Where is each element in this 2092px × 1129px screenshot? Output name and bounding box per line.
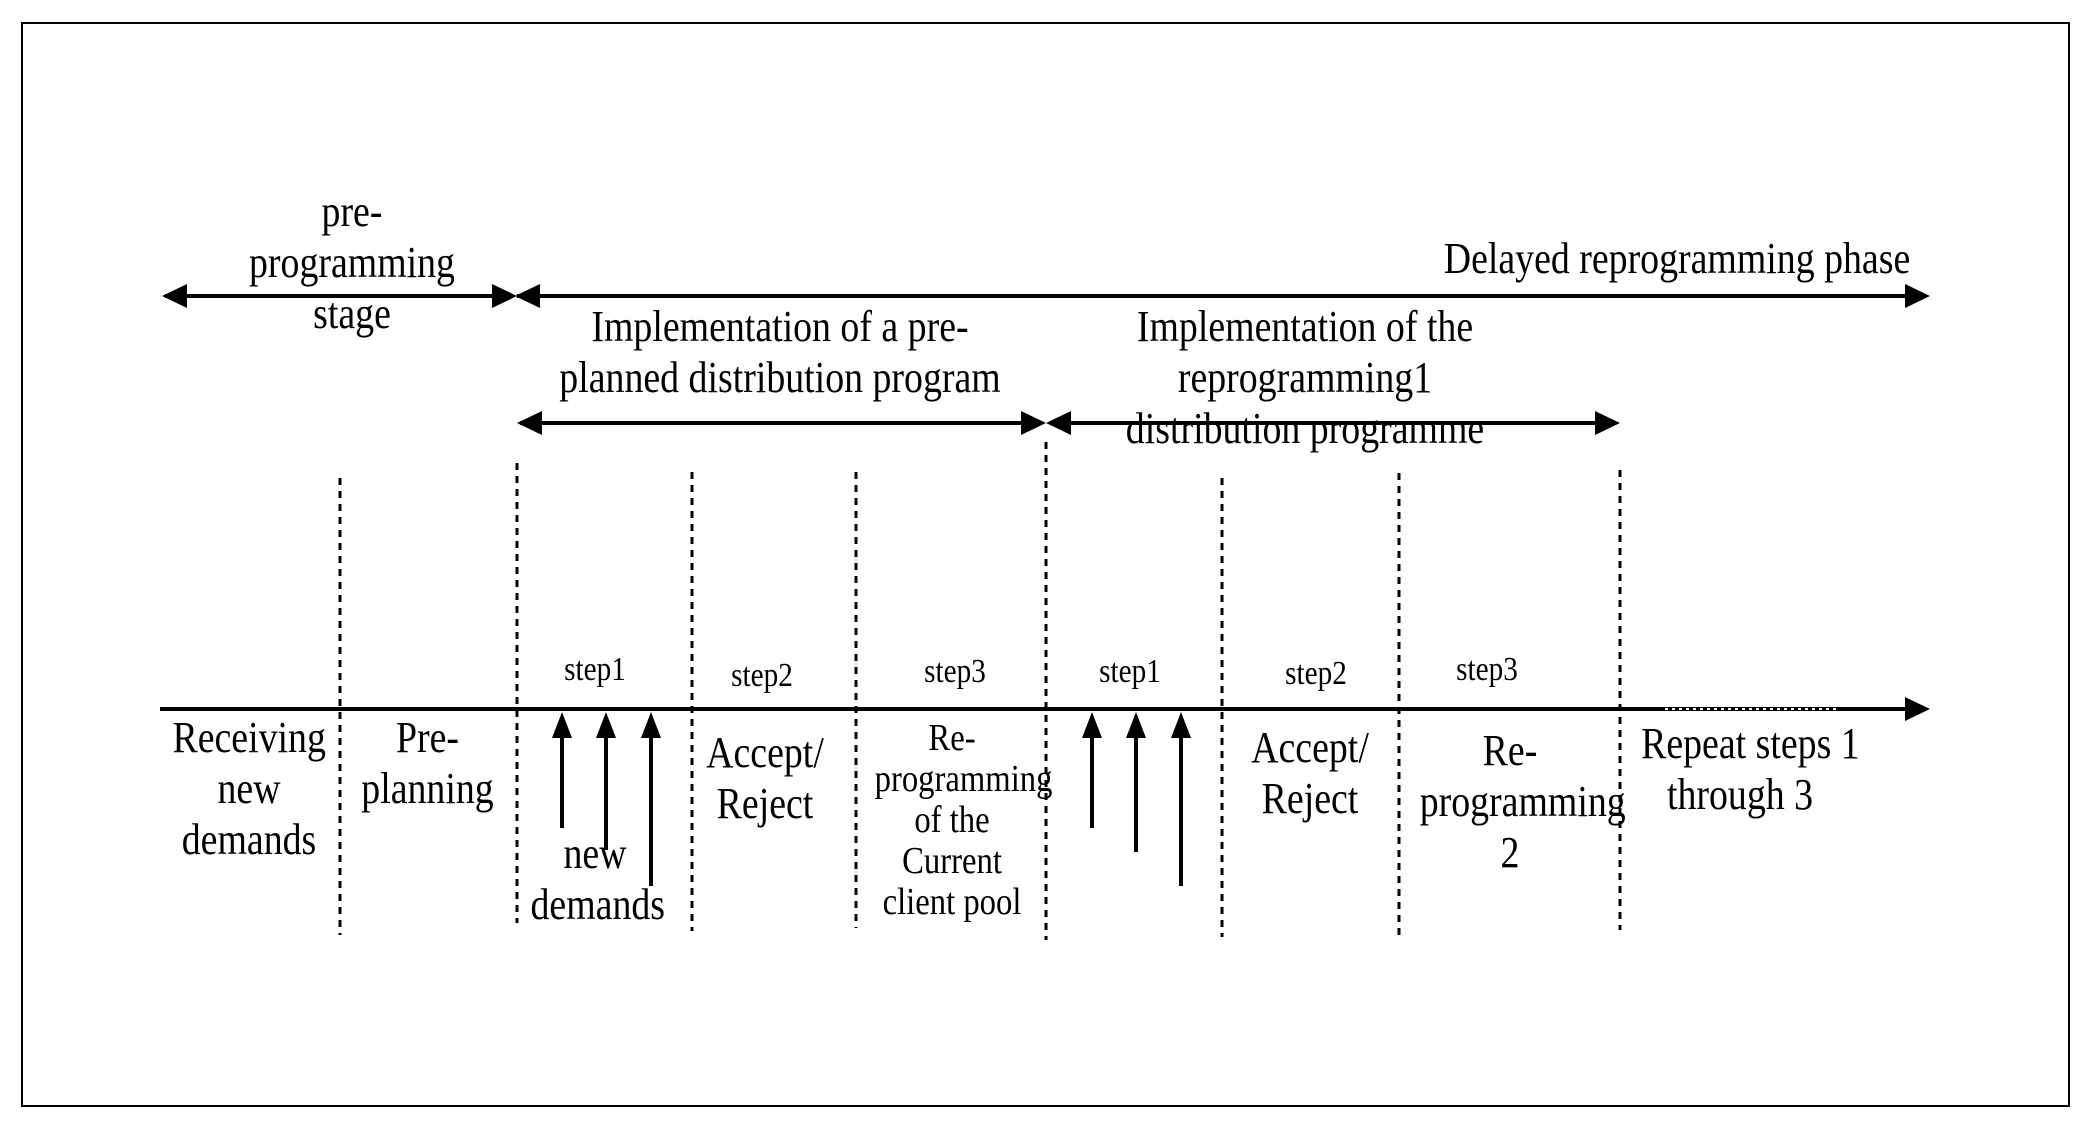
new-demands-label: new demands (530, 828, 666, 930)
pre-programming-stage-label: pre- programming stage (240, 186, 464, 339)
timeline-arrowhead (1905, 697, 1930, 721)
new-demands-line-2: demands (530, 880, 666, 930)
pre-programming-line-1: pre- (321, 187, 383, 236)
delayed-reprogramming-text: Delayed reprogramming phase (1443, 234, 1911, 283)
implementation-pre-line-1: Implementation of a pre- (591, 302, 969, 351)
repeat-line-2: through 3 (1666, 770, 1814, 820)
demand-arrowhead-6 (1171, 712, 1191, 738)
accept-reject-label-2: Accept/ Reject (1246, 722, 1375, 824)
pre-programming-left-arrowhead (162, 284, 187, 308)
new-demands-line-1: new (563, 829, 627, 878)
delayed-reprogramming-label: Delayed reprogramming phase (1441, 233, 1914, 284)
implementation-reprog-line-1: Implementation of the (1136, 302, 1474, 351)
reprogramming-2-line-3: 2 (1500, 828, 1520, 878)
implementation-pre-label: Implementation of a pre- planned distrib… (556, 301, 1003, 403)
implementation-reprog-right-arrowhead (1595, 411, 1620, 435)
pre-programming-right-arrowhead (492, 284, 517, 308)
receiving-line-2: new (217, 764, 281, 814)
receiving-new-demands-label: Receiving new demands (172, 712, 325, 865)
implementation-pre-line-2: planned distribution program (559, 353, 1001, 403)
reprogramming-pool-line-2: programming (874, 758, 1053, 801)
repeat-steps-label: Repeat steps 1 through 3 (1641, 718, 1860, 820)
accept-reject-2-line-2: Reject (1261, 774, 1359, 824)
receiving-line-1: Receiving (172, 713, 326, 762)
reprogramming-client-pool-label: Re- programming of the Current client po… (874, 717, 1053, 924)
pre-planning-label: Pre- planning (357, 712, 499, 814)
reprogramming-2-label: Re- programming 2 (1419, 725, 1626, 878)
accept-reject-label-1: Accept/ Reject (701, 727, 830, 829)
demand-arrowhead-3 (641, 712, 661, 738)
step3-label-b: step3 (1456, 651, 1518, 688)
implementation-reprog-line-3: distribution programme (1125, 404, 1485, 454)
accept-reject-1-line-1: Accept/ (706, 728, 824, 777)
implementation-pre-left-arrowhead (517, 411, 542, 435)
accept-reject-1-line-2: Reject (716, 779, 814, 829)
step3-label-a: step3 (924, 653, 986, 690)
accept-reject-2-line-1: Accept/ (1251, 723, 1369, 772)
implementation-reprog-label: Implementation of the reprogramming1 dis… (1081, 301, 1528, 454)
delayed-right-arrowhead (1905, 284, 1930, 308)
implementation-reprog-left-arrowhead (1046, 411, 1071, 435)
demand-arrowhead-5 (1126, 712, 1146, 738)
pre-planning-line-2: planning (361, 764, 494, 814)
diagram-frame (21, 22, 2070, 1107)
pre-planning-line-1: Pre- (395, 713, 460, 762)
repeat-line-1: Repeat steps 1 (1641, 719, 1860, 768)
delayed-left-arrowhead (515, 284, 540, 308)
reprogramming-pool-line-5: client pool (882, 881, 1022, 924)
demand-arrowhead-4 (1082, 712, 1102, 738)
pre-programming-line-2: programming (249, 238, 455, 288)
step2-label-b: step2 (1285, 655, 1347, 692)
reprogramming-2-line-1: Re- (1482, 726, 1538, 775)
step2-label-a: step2 (731, 657, 793, 694)
step1-label-b: step1 (1099, 653, 1161, 690)
reprogramming-pool-line-1: Re- (928, 717, 976, 759)
reprogramming-pool-line-3: of the (914, 799, 990, 842)
receiving-line-3: demands (181, 815, 317, 865)
implementation-pre-right-arrowhead (1021, 411, 1046, 435)
reprogramming-2-line-2: programming (1419, 777, 1626, 827)
pre-programming-line-3: stage (313, 289, 391, 339)
step1-label-a: step1 (564, 651, 626, 688)
implementation-reprog-line-2: reprogramming1 (1177, 353, 1433, 403)
demand-arrowhead-2 (596, 712, 616, 738)
reprogramming-pool-line-4: Current (902, 840, 1002, 883)
demand-arrowhead-1 (552, 712, 572, 738)
